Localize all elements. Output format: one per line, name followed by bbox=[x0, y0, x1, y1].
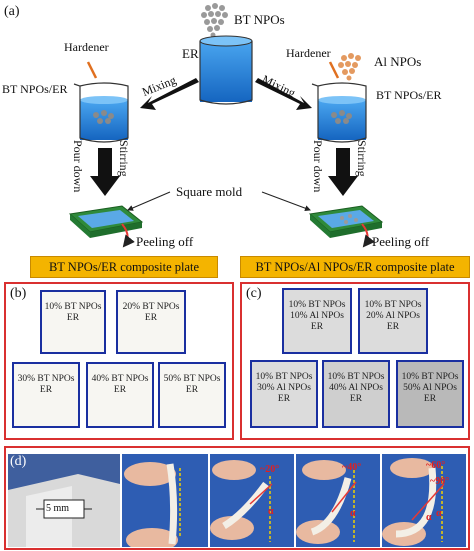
pour-down-left-label: Pour down bbox=[71, 140, 85, 193]
alpha-3-label: α bbox=[436, 508, 442, 519]
sample-c1-line3: ER bbox=[310, 322, 324, 332]
sample-b3-line2: ER bbox=[39, 385, 53, 395]
hardener-left-label: Hardener bbox=[64, 40, 109, 54]
angle-90-label: ~90° bbox=[430, 476, 450, 487]
angle-20-label: ~20° bbox=[260, 464, 280, 475]
pour-down-right-label: Pour down bbox=[311, 140, 325, 193]
sample-b2-line2: ER bbox=[144, 313, 158, 323]
photo-bend-60: ~40° α bbox=[296, 454, 380, 547]
sample-c3-line2: 30% Al NPOs bbox=[257, 383, 311, 393]
mold-pointer-right bbox=[261, 191, 311, 212]
sample-b4-line1: 40% BT NPOs bbox=[91, 374, 149, 384]
panel-d-label: (d) bbox=[8, 454, 29, 470]
sample-c2-line1: 10% BT NPOs bbox=[364, 300, 422, 310]
mold-pointer-left bbox=[127, 191, 171, 211]
bt-npos-label: BT NPOs bbox=[234, 12, 285, 27]
stir-arrow-right bbox=[328, 148, 358, 196]
sample-c5-line3: ER bbox=[423, 394, 437, 404]
panel-c-label: (c) bbox=[246, 286, 262, 301]
sample-b1: 10% BT NPOs ER bbox=[40, 290, 106, 354]
left-beaker bbox=[73, 82, 129, 143]
er-label: ER bbox=[182, 46, 199, 61]
sample-c1: 10% BT NPOs 10% Al NPOs ER bbox=[282, 288, 352, 354]
panel-a-label: (a) bbox=[4, 4, 20, 19]
sample-c3-line1: 10% BT NPOs bbox=[255, 372, 313, 382]
panel-b-label: (b) bbox=[10, 286, 27, 301]
stirring-left-label: Stirring bbox=[117, 140, 131, 177]
sample-b1-line2: ER bbox=[66, 313, 80, 323]
sample-c4-line2: 40% Al NPOs bbox=[329, 383, 383, 393]
peel-arrow-left bbox=[121, 223, 135, 248]
mixing-arrow-right bbox=[255, 78, 312, 110]
sample-c4-line3: ER bbox=[349, 394, 363, 404]
peel-arrow-right bbox=[361, 223, 375, 248]
sample-c3: 10% BT NPOs 30% Al NPOs ER bbox=[250, 360, 318, 428]
stirring-right-label: Stirring bbox=[355, 140, 369, 177]
sample-c3-line3: ER bbox=[277, 394, 291, 404]
mold-left bbox=[68, 205, 144, 238]
sample-b1-line1: 10% BT NPOs bbox=[44, 302, 102, 312]
sample-b2-line1: 20% BT NPOs bbox=[122, 302, 180, 312]
alpha-2-label: α bbox=[350, 508, 356, 519]
panel-b: (b) bbox=[4, 282, 234, 440]
photo-bend-20 bbox=[122, 454, 208, 547]
alpha-1-label: α bbox=[268, 506, 274, 517]
bt-er-left-label: BT NPOs/ER bbox=[2, 82, 68, 96]
sample-c1-line2: 10% Al NPOs bbox=[290, 311, 344, 321]
sample-c2: 10% BT NPOs 20% Al NPOs ER bbox=[358, 288, 428, 354]
hardener-drop-left bbox=[86, 61, 98, 79]
hardener-right-label: Hardener bbox=[286, 46, 331, 60]
banner-right: BT NPOs/Al NPOs/ER composite plate bbox=[240, 256, 470, 278]
panel-c: (c) bbox=[240, 282, 470, 440]
alpha-4-label: α bbox=[426, 512, 432, 523]
sample-b3: 30% BT NPOs ER bbox=[12, 362, 80, 428]
sample-c4: 10% BT NPOs 40% Al NPOs ER bbox=[322, 360, 390, 428]
sample-c2-line3: ER bbox=[386, 322, 400, 332]
panel-d bbox=[4, 446, 470, 550]
sample-b5: 50% BT NPOs ER bbox=[158, 362, 226, 428]
photo-bend-40: ~20° α bbox=[210, 454, 294, 547]
sample-c1-line1: 10% BT NPOs bbox=[288, 300, 346, 310]
hardener-drop-right bbox=[328, 61, 340, 79]
sample-b5-line2: ER bbox=[185, 385, 199, 395]
banner-left: BT NPOs/ER composite plate bbox=[30, 256, 218, 278]
peeling-left-label: Peeling off bbox=[136, 234, 194, 249]
sample-c5-line1: 10% BT NPOs bbox=[401, 372, 459, 382]
angle-60-label: ~60° bbox=[426, 460, 446, 471]
al-npos-particles bbox=[338, 53, 361, 81]
sample-b4-line2: ER bbox=[113, 385, 127, 395]
mold-right bbox=[308, 205, 384, 238]
process-diagram bbox=[68, 3, 384, 248]
photo-bend-90: ~60° α bbox=[382, 454, 466, 547]
al-npos-label: Al NPOs bbox=[374, 54, 422, 69]
sample-c2-line2: 20% Al NPOs bbox=[366, 311, 420, 321]
mixing-arrow-left bbox=[140, 78, 199, 110]
peeling-right-label: Peeling off bbox=[372, 234, 430, 249]
sample-b3-line1: 30% BT NPOs bbox=[17, 374, 75, 384]
angle-40-label: ~40° bbox=[342, 462, 362, 473]
sample-c5-line2: 50% Al NPOs bbox=[403, 383, 457, 393]
sample-c5: 10% BT NPOs 50% Al NPOs ER bbox=[396, 360, 464, 428]
bt-npos-particles bbox=[201, 3, 228, 38]
er-beaker bbox=[199, 35, 253, 105]
sample-b4: 40% BT NPOs ER bbox=[86, 362, 154, 428]
thickness-sketch bbox=[8, 474, 120, 547]
sample-b5-line1: 50% BT NPOs bbox=[163, 374, 221, 384]
thickness-label: 5 mm bbox=[46, 503, 70, 514]
square-mold-label: Square mold bbox=[176, 184, 243, 199]
stir-arrow-left bbox=[90, 148, 120, 196]
right-beaker bbox=[311, 82, 367, 143]
sample-b2: 20% BT NPOs ER bbox=[116, 290, 186, 354]
sample-c4-line1: 10% BT NPOs bbox=[327, 372, 385, 382]
bt-er-right-label: BT NPOs/ER bbox=[376, 88, 442, 102]
